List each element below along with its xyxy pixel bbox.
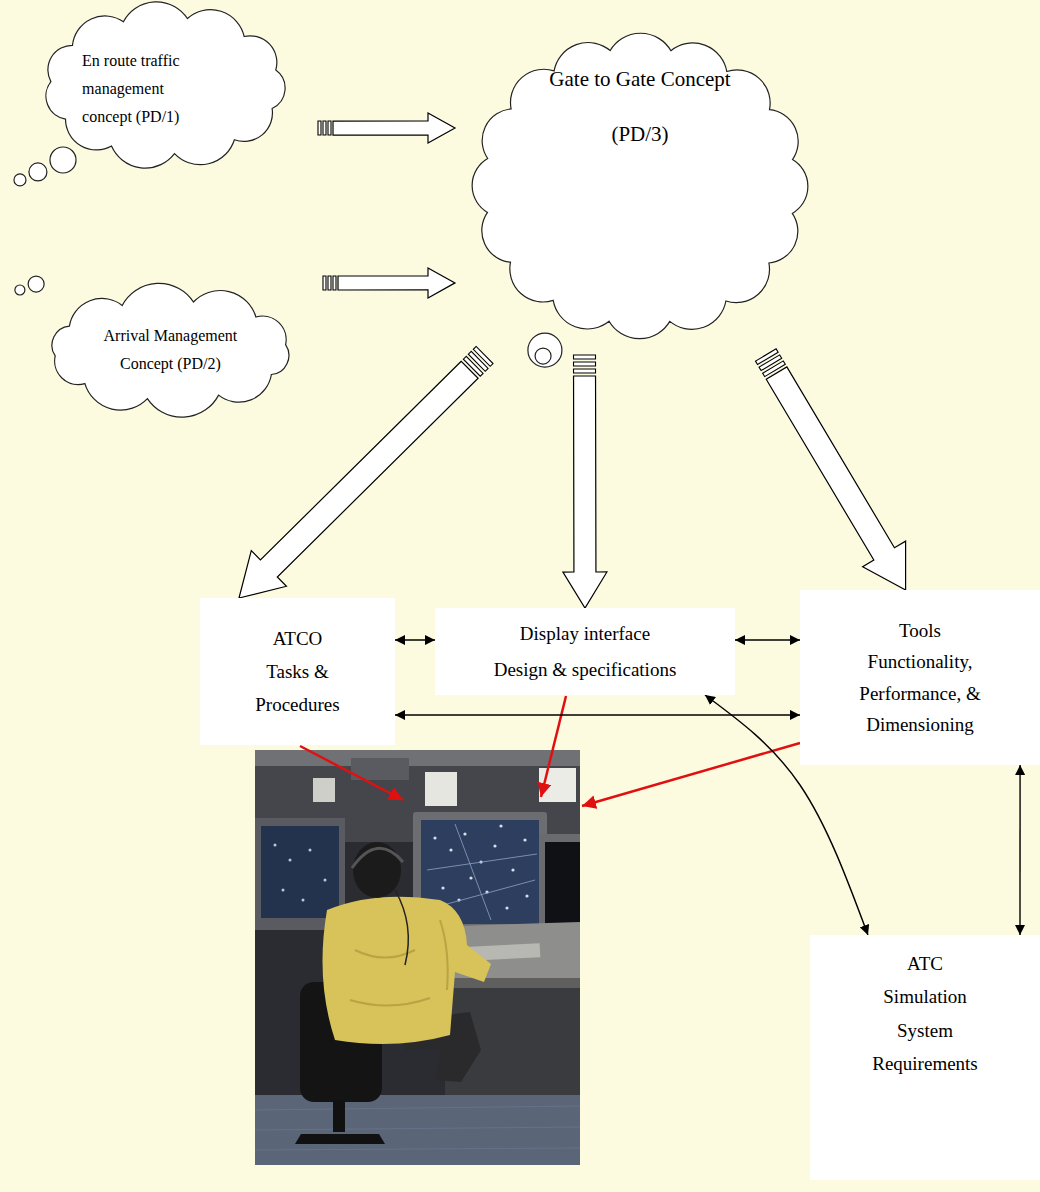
double-arrow	[735, 639, 800, 640]
floor	[255, 1095, 580, 1165]
thought-bubble	[14, 174, 26, 186]
chair-post	[333, 1100, 345, 1132]
arrow-tail-stripe	[328, 121, 331, 135]
text-holder: Arrival Management Concept (PD/2)	[95, 322, 245, 378]
photo-ground	[255, 750, 580, 1165]
arrow-tail-stripe	[323, 121, 326, 135]
paper-sheet	[313, 778, 335, 802]
cloud-shape	[472, 33, 808, 338]
node-text: Gate to Gate Concept	[549, 65, 730, 92]
text-holder: En route traffic management concept (PD/…	[82, 47, 194, 131]
head	[353, 842, 401, 898]
node-text: ATCO Tasks & Procedures	[250, 622, 345, 722]
task-box: ATCO Tasks & Procedures	[200, 598, 395, 745]
block-arrow	[766, 367, 905, 590]
node-text: Tools Functionality, Performance, & Dime…	[850, 615, 990, 740]
node-text: (PD/3)	[549, 121, 730, 148]
arrow-tail-stripe	[333, 276, 336, 290]
radar-dots	[274, 844, 327, 902]
ceiling	[255, 750, 580, 766]
block-arrow	[333, 113, 455, 143]
chair-base	[295, 1134, 385, 1144]
node-text: Display interface	[520, 616, 650, 651]
block-arrow	[563, 376, 607, 608]
thought-bubble	[15, 285, 25, 295]
double-arrow	[395, 714, 800, 715]
arrow-tail-stripe	[574, 355, 596, 359]
arrow-tail-stripe	[574, 362, 596, 366]
concept-cloud: En route traffic management concept (PD/…	[8, 0, 293, 190]
thought-bubble	[28, 276, 44, 292]
pointer-arrow	[541, 696, 566, 797]
cloud-outline	[8, 272, 298, 417]
arrow-tail-stripe	[328, 276, 331, 290]
arrow-tail-stripe	[323, 276, 326, 290]
arrow-tail-stripe	[318, 121, 321, 135]
block-arrow	[338, 268, 455, 298]
node-text: ATC Simulation System Requirements	[868, 947, 983, 1080]
block-arrow	[239, 361, 478, 598]
double-arrow	[395, 639, 435, 640]
monitor-screen	[261, 826, 339, 918]
cloud-shape	[52, 283, 289, 417]
text-holder: Gate to Gate Concept (PD/3)	[549, 65, 730, 148]
headset-cable	[395, 890, 408, 965]
thought-bubble	[50, 147, 76, 173]
arrow-tail-stripe	[574, 369, 596, 373]
pointer-arrow	[300, 746, 403, 800]
concept-cloud: Arrival Management Concept (PD/2)	[8, 272, 298, 417]
requirements-box: ATC Simulation System Requirements	[810, 935, 1040, 1180]
cloud-shape	[46, 2, 285, 168]
tools-box: Tools Functionality, Performance, & Dime…	[800, 590, 1040, 765]
node-text: Design & specifications	[494, 652, 677, 687]
double-arrow	[1019, 765, 1020, 935]
design-box: Display interfaceDesign & specifications	[435, 608, 735, 695]
concept-cloud: Gate to Gate Concept (PD/3)	[455, 10, 825, 355]
paper-sheet	[425, 772, 457, 806]
controller-photo	[255, 750, 580, 1165]
cloud-outline	[455, 10, 825, 355]
node-text: Arrival Management Concept (PD/2)	[95, 322, 245, 378]
thought-bubble	[528, 333, 562, 367]
headset	[352, 848, 403, 868]
node-text: En route traffic management concept (PD/…	[82, 47, 194, 131]
thought-bubble	[535, 348, 551, 364]
thought-bubble	[29, 163, 47, 181]
pointer-arrow	[582, 743, 800, 806]
sweater-folds	[350, 920, 448, 1006]
carpet-texture	[255, 1106, 580, 1150]
